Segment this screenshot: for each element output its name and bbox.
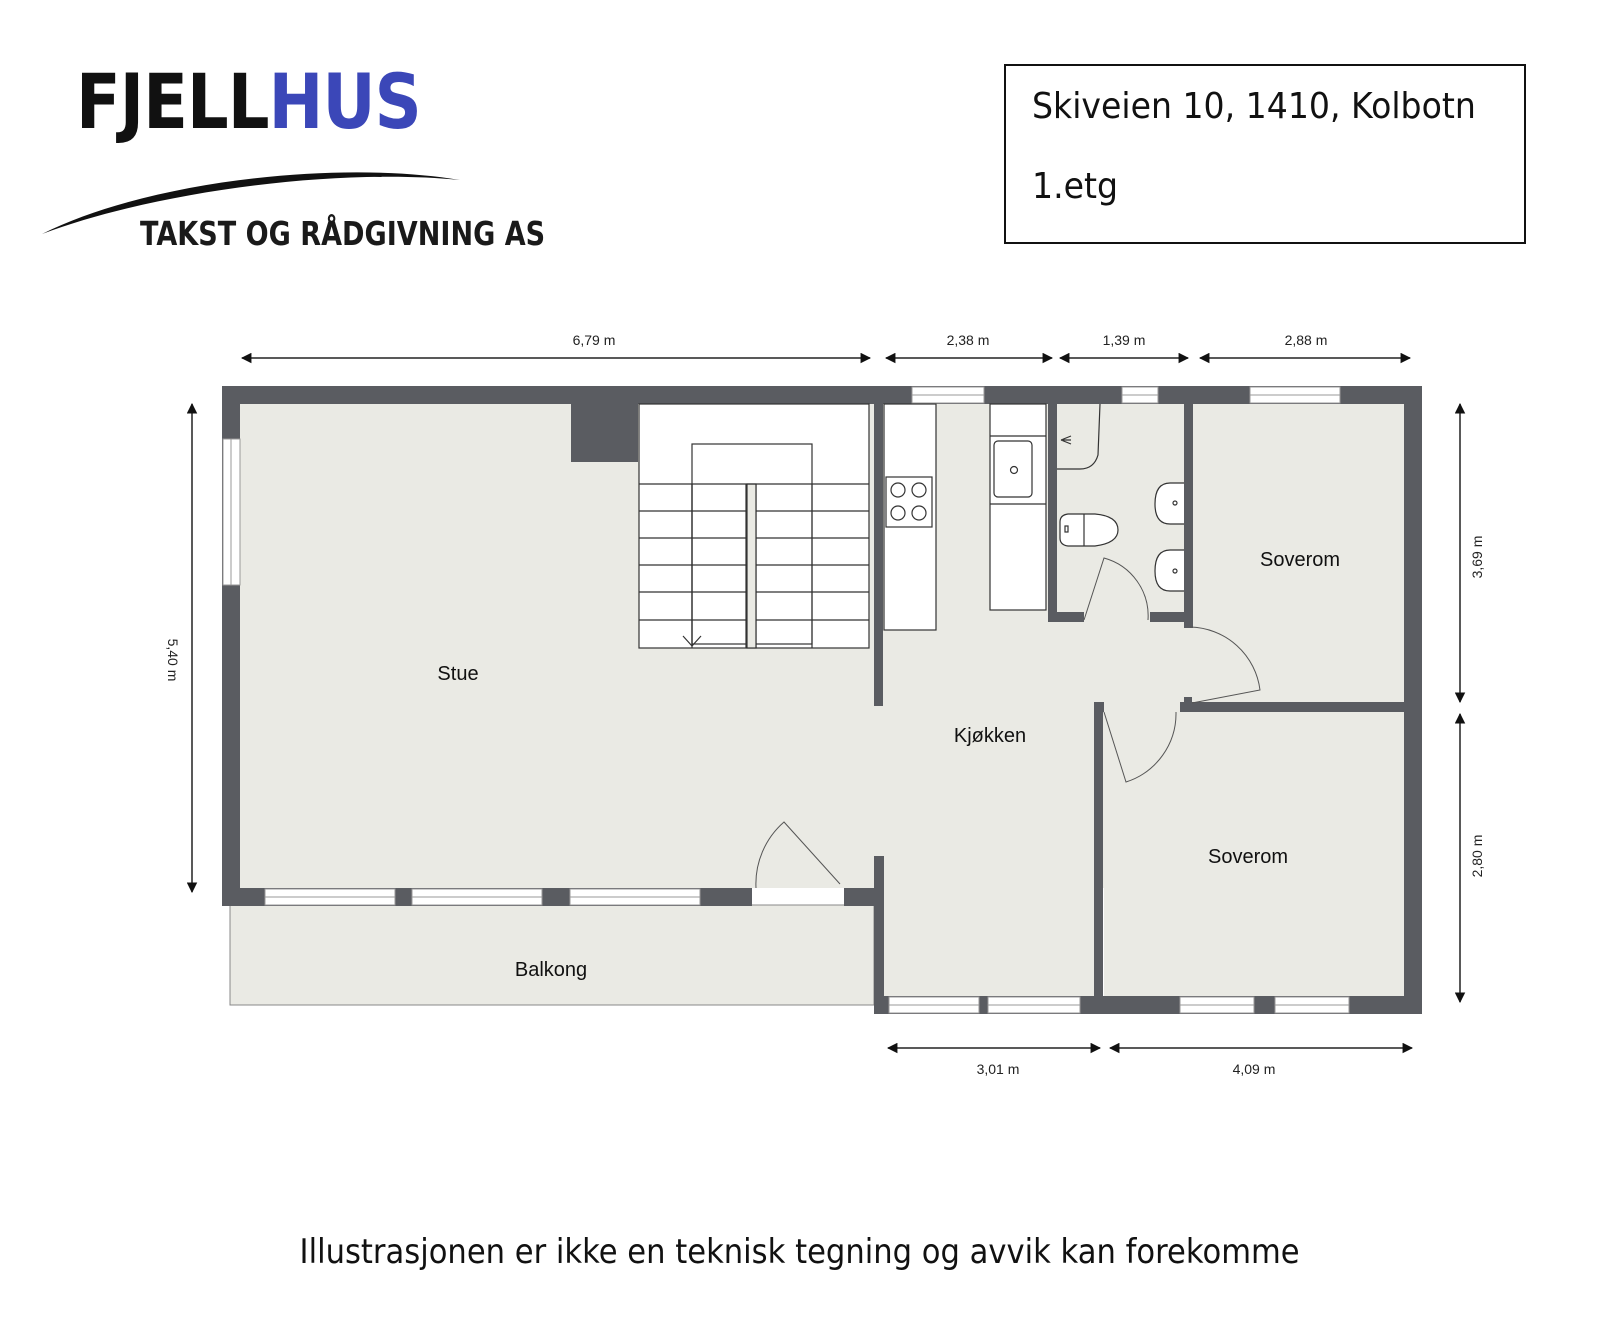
window-mullions [230, 394, 1349, 1006]
room-label-balkong: Balkong [515, 959, 587, 981]
interior-walls [874, 404, 1410, 1004]
logo-wordmark: FJELLHUS [76, 64, 422, 140]
door-balcony [755, 821, 841, 889]
burner-icon [890, 482, 906, 498]
floor-plan: Stue Kjøkken Soverom Soverom Balkong 6,7… [165, 332, 1485, 1077]
bathroom [1057, 403, 1184, 592]
balcony-area [229, 904, 875, 1006]
room-label-soverom-top: Soverom [1260, 549, 1340, 571]
logo-word-blue: HUS [268, 57, 422, 146]
dimension-top-bedroom: 2,88 m [1285, 332, 1328, 348]
shower-screen [1057, 403, 1101, 470]
dimension-bottom-kitchen: 3,01 m [977, 1061, 1020, 1077]
disclaimer-label: Illustrasjonen er ikke en teknisk tegnin… [299, 1232, 1301, 1272]
washbasin-icon [1154, 482, 1184, 525]
room-label-stue: Stue [437, 663, 478, 685]
dimension-bottom-bedroom: 4,09 m [1233, 1061, 1276, 1077]
arrow-down-icon [682, 635, 702, 647]
logo-swoosh-icon [42, 172, 460, 234]
logo-word-dark: FJELL [76, 57, 269, 146]
washbasin-icon [1154, 549, 1184, 592]
staircase [638, 403, 870, 649]
burner-icon [890, 505, 906, 521]
dimension-right-bottom: 2,80 m [1469, 835, 1485, 878]
kitchen-counter-right [989, 403, 1047, 611]
disclaimer-text: Illustrasjonen er ikke en teknisk tegnin… [0, 1232, 1600, 1272]
sink-icon [993, 440, 1033, 498]
room-label-kjokken: Kjøkken [954, 725, 1026, 747]
shower-head-icon [1060, 435, 1072, 445]
dimension-lines [186, 352, 1466, 1054]
logo-subtitle: TAKST OG RÅDGIVNING AS [140, 214, 546, 253]
burner-icon [911, 505, 927, 521]
kitchen-counter-left [883, 403, 937, 631]
door-bedroom-bottom [1103, 711, 1177, 783]
toilet-icon [1059, 513, 1119, 547]
floor-level: 1.etg [1032, 166, 1118, 207]
dimension-right-top: 3,69 m [1469, 536, 1485, 579]
dimension-top-stue: 6,79 m [573, 332, 616, 348]
property-address: Skiveien 10, 1410, Kolbotn [1032, 86, 1476, 127]
company-logo: FJELLHUS TAKST OG RÅDGIVNING AS [40, 64, 580, 264]
dimension-top-kitchen: 2,38 m [947, 332, 990, 348]
dimension-left-height: 5,40 m [165, 639, 181, 682]
door-bathroom [1083, 557, 1149, 621]
dimension-top-bath: 1,39 m [1103, 332, 1146, 348]
burner-icon [911, 482, 927, 498]
doors [755, 557, 1261, 889]
room-label-soverom-bottom: Soverom [1208, 846, 1288, 868]
address-box: Skiveien 10, 1410, Kolbotn 1.etg [1004, 64, 1526, 244]
door-bedroom-top [1189, 626, 1261, 704]
